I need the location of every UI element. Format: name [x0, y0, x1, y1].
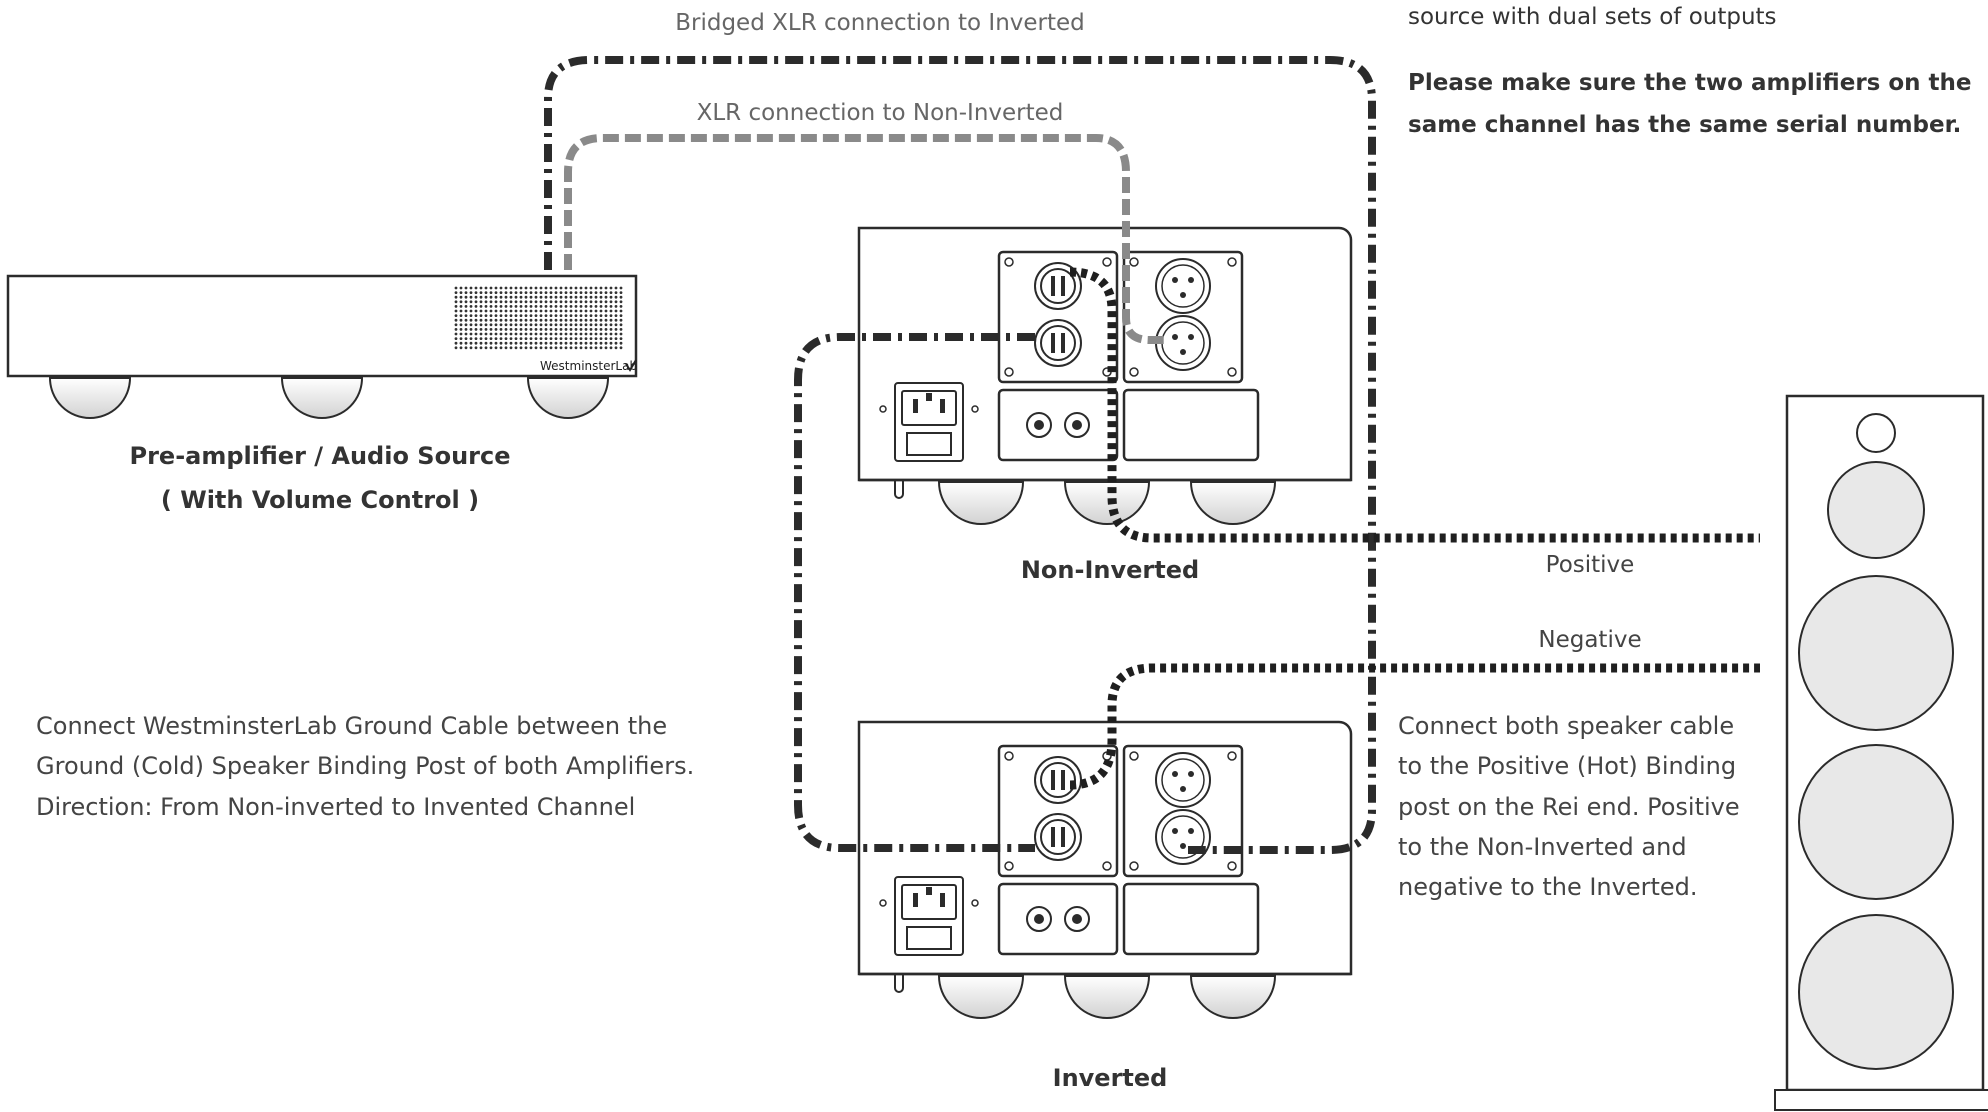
speaker-line-3: post on the Rei end. Positive — [1398, 792, 1740, 821]
amp-non-inverted-label: Non-Inverted — [1020, 556, 1200, 584]
warning-line-2: same channel has the same serial number. — [1408, 112, 1962, 138]
speaker-line-2: to the Positive (Hot) Binding — [1398, 752, 1737, 781]
preamp-logo-tick — [625, 359, 637, 372]
label-bridged-xlr: Bridged XLR connection to Inverted — [675, 10, 1085, 36]
label-negative: Negative — [1538, 627, 1642, 653]
cable-negative — [1069, 663, 1760, 790]
cable-positive — [1069, 267, 1760, 543]
preamp-unit: WestminsterLab — [6, 274, 638, 419]
ground-line-2: Ground (Cold) Speaker Binding Post of bo… — [36, 752, 695, 781]
cable-xlr-non-inverted — [564, 134, 1165, 344]
label-positive: Positive — [1545, 552, 1635, 578]
warning-line-1: Please make sure the two amplifiers on t… — [1408, 70, 1972, 96]
speaker-instructions: Connect both speaker cable to the Positi… — [1398, 706, 1778, 908]
label-xlr-non-inverted: XLR connection to Non-Inverted — [696, 100, 1064, 126]
preamp-grille-dots — [454, 286, 623, 350]
amp-inverted — [859, 722, 1351, 1018]
amp-inverted-label: Inverted — [1052, 1064, 1168, 1092]
loudspeaker — [1774, 394, 1988, 1111]
cable-ground — [794, 333, 1035, 852]
note-dual-outputs: source with dual sets of outputs — [1408, 4, 1777, 30]
speaker-line-4: to the Non-Inverted and — [1398, 832, 1687, 861]
preamp-subtitle: ( With Volume Control ) — [160, 486, 480, 514]
ground-line-1: Connect WestminsterLab Ground Cable betw… — [36, 712, 668, 740]
preamp-grille — [452, 284, 624, 350]
preamp-brand-logo: WestminsterLab — [540, 359, 637, 373]
cable-bridged-xlr — [544, 56, 1376, 854]
speaker-line-5: negative to the Inverted. — [1398, 873, 1698, 902]
speaker-line-1: Connect both speaker cable — [1398, 712, 1735, 740]
preamp-title: Pre-amplifier / Audio Source — [129, 442, 511, 470]
ground-instructions: Connect WestminsterLab Ground Cable betw… — [36, 706, 786, 827]
ground-line-3: Direction: From Non-inverted to Invented… — [36, 792, 636, 821]
amp-non-inverted — [859, 228, 1351, 524]
